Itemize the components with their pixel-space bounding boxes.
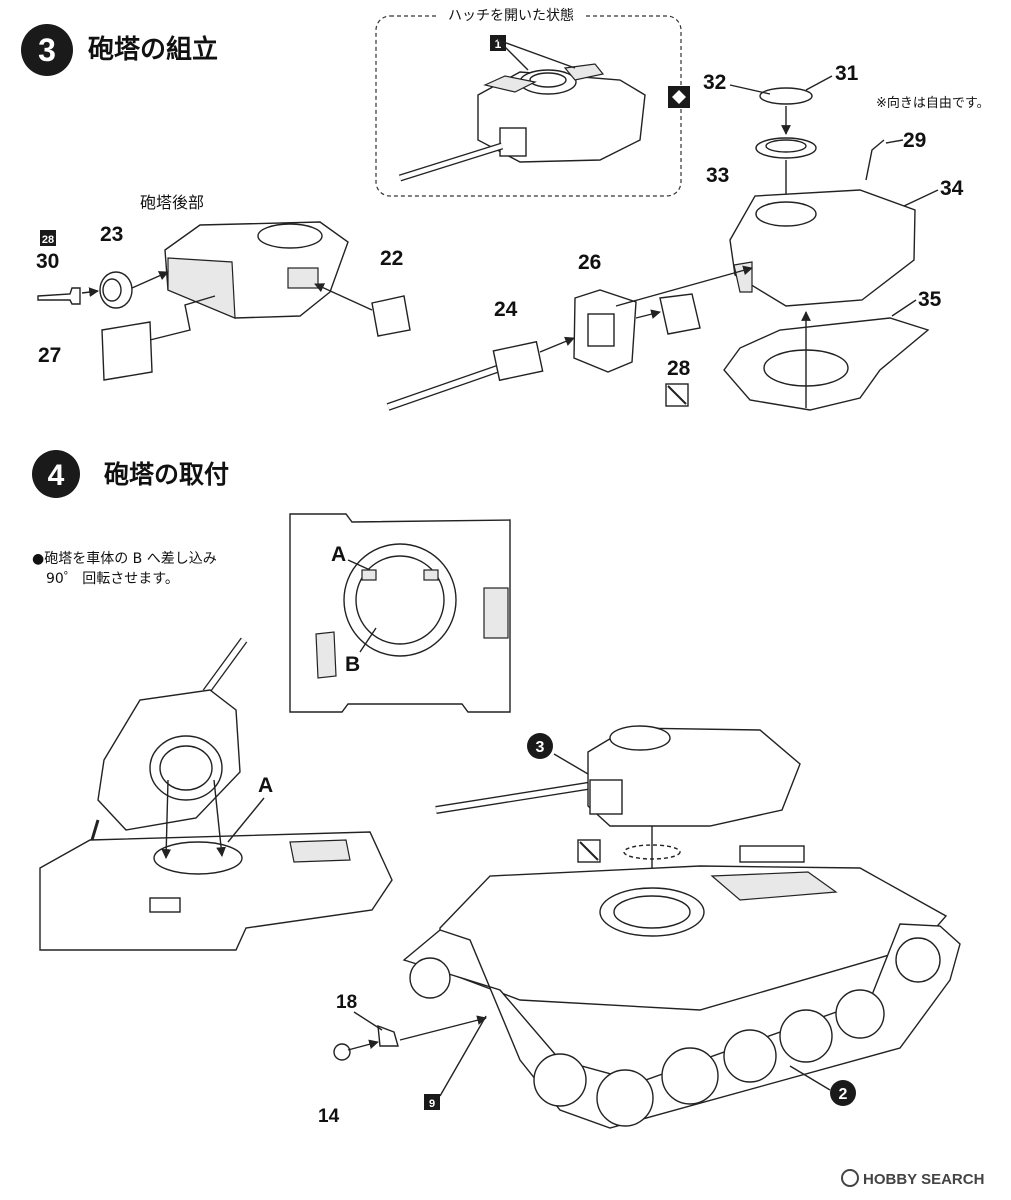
ref-3-badge [527, 733, 553, 759]
part-29-label: 29 [903, 129, 926, 152]
rear-cupola [257, 223, 323, 249]
step4-badge [32, 450, 80, 498]
label-b: B [345, 653, 360, 676]
road-wheel [723, 1029, 777, 1083]
hatch-open-caption: ハッチを開いた状態 [448, 8, 574, 24]
step4-instruction-1: ●砲塔を車体の B へ差し込み [32, 550, 217, 567]
turret-exploded: 32 31 ※向きは自由です。 29 33 34 35 26 24 28 [386, 62, 990, 411]
ref-2-badge [830, 1080, 856, 1106]
part-31-label: 31 [835, 62, 859, 85]
ref-tag-1-text: 1 [495, 37, 502, 51]
part-18-label: 18 [336, 992, 357, 1013]
part-31-32-hatch [759, 87, 813, 105]
turret-closeup: A [39, 637, 393, 951]
inset-hatch-left [483, 75, 537, 93]
part-30 [37, 287, 81, 305]
part-28-label: 28 [667, 357, 691, 380]
inset-mantlet [499, 127, 527, 157]
part-34-label: 34 [940, 177, 964, 200]
step3-header: 3 砲塔の組立 [21, 24, 218, 76]
step4-title: 砲塔の取付 [104, 460, 229, 489]
road-wheel [533, 1053, 587, 1107]
part-24-label: 24 [494, 298, 518, 321]
part-18 [377, 1024, 399, 1047]
part-14-label: 14 [318, 1106, 340, 1127]
tank-turret-cupola [609, 725, 671, 751]
part-22-label: 22 [380, 247, 403, 270]
part-23 [99, 271, 133, 309]
part-28 [659, 293, 701, 335]
road-wheels [409, 937, 941, 1127]
part-27-label: 27 [38, 344, 61, 367]
turret-rear-assembly: 砲塔後部 28 30 23 27 22 [36, 193, 411, 381]
engine-grille [483, 587, 509, 639]
step3-number: 3 [38, 32, 56, 68]
watermark-logo-icon [841, 1169, 859, 1187]
part-22 [371, 295, 411, 337]
step4-number: 4 [48, 459, 65, 492]
part-35-ring [723, 317, 930, 411]
part-33-ring [755, 137, 817, 159]
tank-assembly: 3 2 18 [318, 725, 961, 1129]
part-30-label: 30 [36, 250, 59, 273]
tank-hull-top [439, 865, 948, 1011]
label-a-closeup: A [258, 774, 273, 797]
tank-engine-deck [710, 871, 838, 901]
note-orientation: ※向きは自由です。 [876, 95, 990, 111]
part-33-label: 33 [706, 164, 729, 187]
ref-tag-9-text: 9 [429, 1098, 435, 1110]
step4-header: 4 砲塔の取付 ●砲塔を車体の B へ差し込み 90゜ 回転させます。 [32, 450, 229, 587]
ref-2-text: 2 [839, 1086, 848, 1103]
part-35-label: 35 [918, 288, 942, 311]
part-34-turret-shell [729, 189, 916, 307]
rear-plate [167, 257, 236, 319]
label-a-top: A [331, 543, 346, 566]
rear-caption: 砲塔後部 [140, 193, 204, 212]
part-23-label: 23 [100, 223, 123, 246]
road-wheel [835, 989, 885, 1039]
idler-wheel [895, 937, 941, 983]
tank-turret-ring [599, 887, 705, 937]
ref-tag-28-text: 28 [42, 234, 54, 246]
hatch-open-inset: ハッチを開いた状態 1 [375, 5, 690, 197]
turret-ring-b [343, 543, 457, 657]
ref-tag-28 [40, 230, 56, 246]
part-24-breech [492, 340, 544, 382]
part-32-label: 32 [703, 71, 726, 94]
hull-top-detail: A B [289, 513, 511, 713]
step3-badge [21, 24, 73, 76]
watermark-text: HOBBY SEARCH [863, 1171, 984, 1188]
ref-3-text: 3 [536, 739, 545, 756]
road-wheel [596, 1069, 654, 1127]
watermark: HOBBY SEARCH [841, 1169, 984, 1188]
road-wheel [661, 1047, 719, 1105]
ref-tag-9 [424, 1094, 440, 1110]
road-wheel [779, 1009, 833, 1063]
ref-tag-1 [490, 35, 506, 51]
closeup-hull-ring [153, 841, 243, 875]
rotate-indicator [623, 844, 681, 860]
tank-mantlet [589, 779, 623, 815]
part-29 [865, 139, 885, 181]
step4-instruction-2: 90゜ 回転させます。 [46, 571, 179, 587]
step3-title: 砲塔の組立 [88, 34, 218, 65]
tank-exhaust [739, 845, 805, 863]
part-27 [101, 321, 153, 381]
part-26-label: 26 [578, 251, 601, 274]
rear-port [287, 267, 319, 289]
drive-sprocket [409, 957, 451, 999]
part-14 [333, 1043, 351, 1061]
part-26-mantlet [573, 289, 637, 373]
